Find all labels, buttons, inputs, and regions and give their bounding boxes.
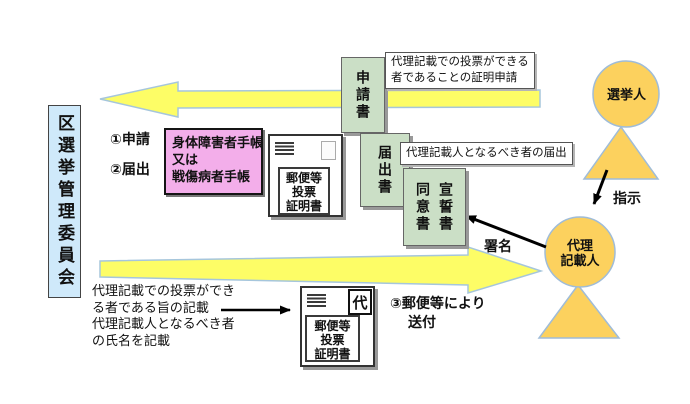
address-lines-icon <box>275 142 294 155</box>
cert-request-line2: 者であることの証明申請 <box>391 71 518 84</box>
cert2-line3: 証明書 <box>314 347 351 361</box>
oath-consent-doc: 同意書 宣誓書 <box>403 168 466 246</box>
step3-label: ③郵便等により 送付 <box>390 294 486 332</box>
proxy-notification-callout: 代理記載人となるべき者の届出 <box>400 142 573 165</box>
proxy-marked-envelope: 代 郵便等 投票 証明書 <box>300 286 375 367</box>
step3-line2: 送付 <box>408 314 436 330</box>
handbook-line2: 又は <box>172 152 199 167</box>
cert-request-line1: 代理記載での投票ができる <box>391 56 529 68</box>
oath-label: 宣誓書 <box>438 181 454 233</box>
note-line1: 代理記載での投票ができ <box>92 283 236 298</box>
arrow-to-committee <box>99 81 541 118</box>
instruction-arrow <box>592 169 609 205</box>
application-doc: 申請書 <box>341 57 385 133</box>
proxy-writer-figure <box>537 216 621 339</box>
handbook-line3: 戦傷病者手帳 <box>172 169 251 184</box>
postal-cert-label: 郵便等 投票 証明書 <box>278 167 330 215</box>
instruction-label: 指示 <box>613 190 641 206</box>
proxy-line2: 記載人 <box>560 253 600 268</box>
application-label: 申請書 <box>355 69 371 121</box>
signature-arrow <box>465 214 547 249</box>
proxy-line1: 代理 <box>566 238 593 253</box>
proxy-writer-label: 代理 記載人 <box>545 238 615 268</box>
cert-line2: 投票 <box>291 185 316 199</box>
elector-figure <box>582 60 660 180</box>
write-in-note: 代理記載での投票ができ る者である旨の記載 代理記載人となるべき者 の氏名を記載 <box>92 283 235 349</box>
proxy-mark-box: 代 <box>348 289 372 315</box>
step3-line1: ③郵便等により <box>390 295 486 311</box>
signature-label: 署名 <box>484 238 512 254</box>
postal-cert-envelope: 郵便等 投票 証明書 <box>268 134 343 217</box>
note-line2: る者である旨の記載 <box>92 299 209 315</box>
cert2-line1: 郵便等 <box>314 319 351 333</box>
elector-label: 選挙人 <box>606 87 646 102</box>
notification-label: 届出書 <box>377 144 393 196</box>
postal-cert-label: 郵便等 投票 証明書 <box>305 315 360 362</box>
cert-line1: 郵便等 <box>285 171 322 185</box>
cert2-line2: 投票 <box>320 333 345 347</box>
cert-request-callout: 代理記載での投票ができる 者であることの証明申請 <box>385 52 535 89</box>
handbook-line1: 身体障害者手帳 <box>172 135 264 150</box>
handbook-box: 身体障害者手帳 又は 戦傷病者手帳 <box>164 128 263 195</box>
address-lines-icon <box>307 294 326 307</box>
step1-label: ①申請 <box>110 131 150 147</box>
consent-label: 同意書 <box>415 181 431 233</box>
step2-label: ②届出 <box>110 161 150 177</box>
note-line3: 代理記載人となるべき者 <box>92 316 235 331</box>
stamp-icon <box>321 141 336 160</box>
committee-label: 区選挙管理委員会 <box>55 113 74 290</box>
note-line4: の氏名を記載 <box>92 332 171 348</box>
cert-line3: 証明書 <box>285 199 322 213</box>
committee-box: 区選挙管理委員会 <box>48 105 81 298</box>
arrow-to-proxy-writer <box>99 245 544 295</box>
